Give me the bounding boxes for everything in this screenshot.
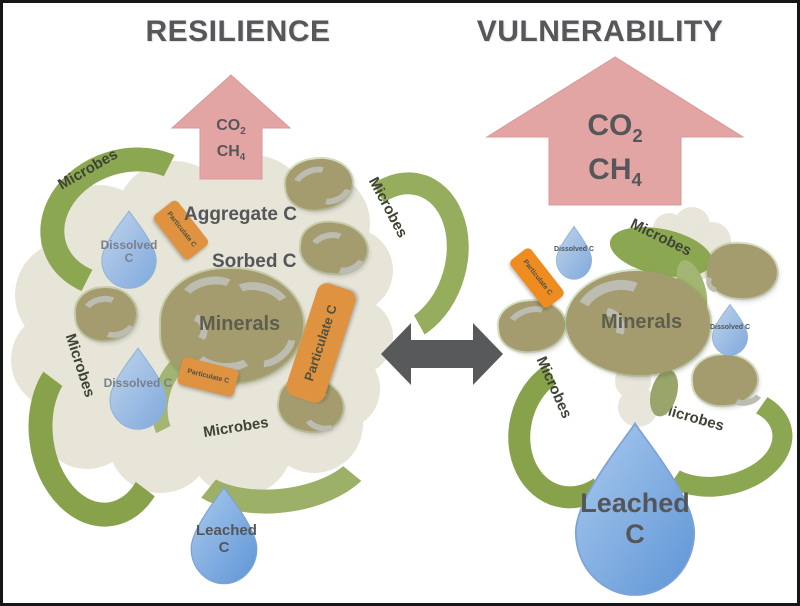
aggregate-blob	[701, 241, 779, 301]
leached-c-droplet-right: Leached C	[561, 419, 709, 601]
leached-c-label: Leached C	[196, 521, 257, 556]
leached-c-droplet-left: Leached C	[183, 485, 265, 587]
vulnerability-title: VULNERABILITY	[476, 15, 724, 48]
gas-label-right: CO2 CH4	[556, 105, 674, 193]
droplet-shape	[574, 421, 696, 596]
particulate-c-label: Particulate C	[186, 368, 230, 386]
ch4-label: CH4	[588, 153, 642, 191]
sorbed-c-label: Sorbed C	[212, 251, 297, 272]
aggregate-blob	[496, 297, 568, 355]
droplet-shape	[555, 225, 593, 280]
emission-arrow-left	[170, 74, 292, 180]
leached-c-label: Leached C	[580, 488, 690, 550]
co2-label: CO2	[216, 117, 246, 138]
minerals-label: Minerals	[601, 311, 683, 333]
mineral-squiggle	[701, 259, 746, 299]
aggregate-c-label: Aggregate C	[184, 204, 297, 225]
dissolved-c-droplet: Dissolved C	[95, 209, 163, 291]
particulate-c-label: Particulate C	[521, 258, 554, 297]
resilience-title: RESILIENCE	[145, 15, 331, 48]
dissolved-c-label: Dissolved C	[103, 375, 173, 390]
minerals-blob-right	[560, 269, 710, 375]
droplet-shape	[109, 347, 167, 430]
aggregate-blob	[691, 352, 767, 410]
dissolved-c-label: Dissolved C	[709, 323, 751, 331]
droplet-shape	[711, 303, 749, 356]
dissolved-c-droplet: Dissolved C	[552, 225, 596, 281]
ch4-label: CH4	[216, 142, 246, 163]
dissolved-c-label: Dissolved C	[100, 237, 158, 266]
droplet-shape	[190, 486, 258, 585]
dissolved-c-label: Dissolved C	[553, 246, 595, 254]
co2-label: CO2	[587, 109, 643, 146]
droplet-shape	[101, 210, 157, 289]
gas-label-left: CO2 CH4	[199, 114, 263, 165]
emission-arrow-right	[485, 56, 745, 206]
dissolved-c-droplet: Dissolved C	[103, 346, 173, 432]
exchange-arrow	[381, 323, 503, 385]
minerals-label: Minerals	[199, 313, 281, 335]
dissolved-c-droplet: Dissolved C	[708, 303, 752, 357]
